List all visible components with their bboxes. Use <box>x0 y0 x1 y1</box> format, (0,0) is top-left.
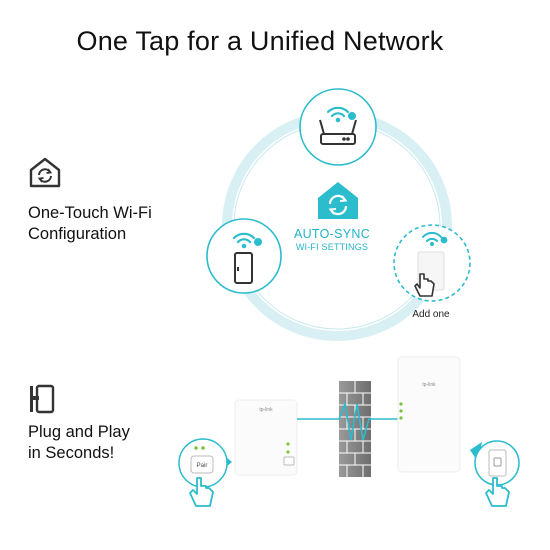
feature-line: Configuration <box>28 225 127 243</box>
feature-one-touch-label: One-Touch Wi-Fi Configuration <box>28 203 152 245</box>
plug-device-icon <box>30 384 55 414</box>
powerline-extender: tp-link <box>397 356 461 473</box>
auto-sync-line: AUTO-SYNC <box>293 227 371 241</box>
sync-badge-icon <box>254 238 262 246</box>
feature-plug-play-label: Plug and Play in Seconds! <box>28 422 130 464</box>
router-icon <box>319 119 357 145</box>
auto-sync-label: AUTO-SYNC WI-FI SETTINGS <box>282 228 382 254</box>
sync-badge-icon <box>440 236 448 244</box>
wifi-icon <box>422 231 442 247</box>
powerline-adapter: tp-link <box>234 399 298 476</box>
brick-wall <box>338 381 371 477</box>
extender-icon <box>234 252 253 284</box>
hand-pointer-icon <box>414 273 435 297</box>
router-node <box>299 88 377 166</box>
home-sync-icon <box>29 157 61 188</box>
svg-text:tp-link: tp-link <box>422 382 436 388</box>
auto-sync-icon <box>318 182 358 219</box>
left-pair-callout[interactable] <box>178 438 232 507</box>
feature-line: One-Touch Wi-Fi <box>28 204 152 222</box>
extender-node <box>206 218 282 294</box>
add-one-node[interactable] <box>393 224 471 302</box>
brand-label: tp-link <box>259 407 273 413</box>
right-pair-callout[interactable] <box>470 440 520 507</box>
page-title: One Tap for a Unified Network <box>76 26 444 56</box>
wifi-icon <box>326 106 350 123</box>
sync-badge-icon <box>348 112 356 120</box>
hand-pointer-icon <box>189 477 214 507</box>
pair-button-label: Pair <box>197 463 208 469</box>
feature-line: Plug and Play <box>28 423 130 441</box>
feature-line: in Seconds! <box>28 444 115 462</box>
wifi-icon <box>232 232 256 249</box>
add-one-label: Add one <box>412 309 450 320</box>
wifi-settings-line: WI-FI SETTINGS <box>295 242 369 252</box>
hand-pointer-icon <box>485 477 510 507</box>
